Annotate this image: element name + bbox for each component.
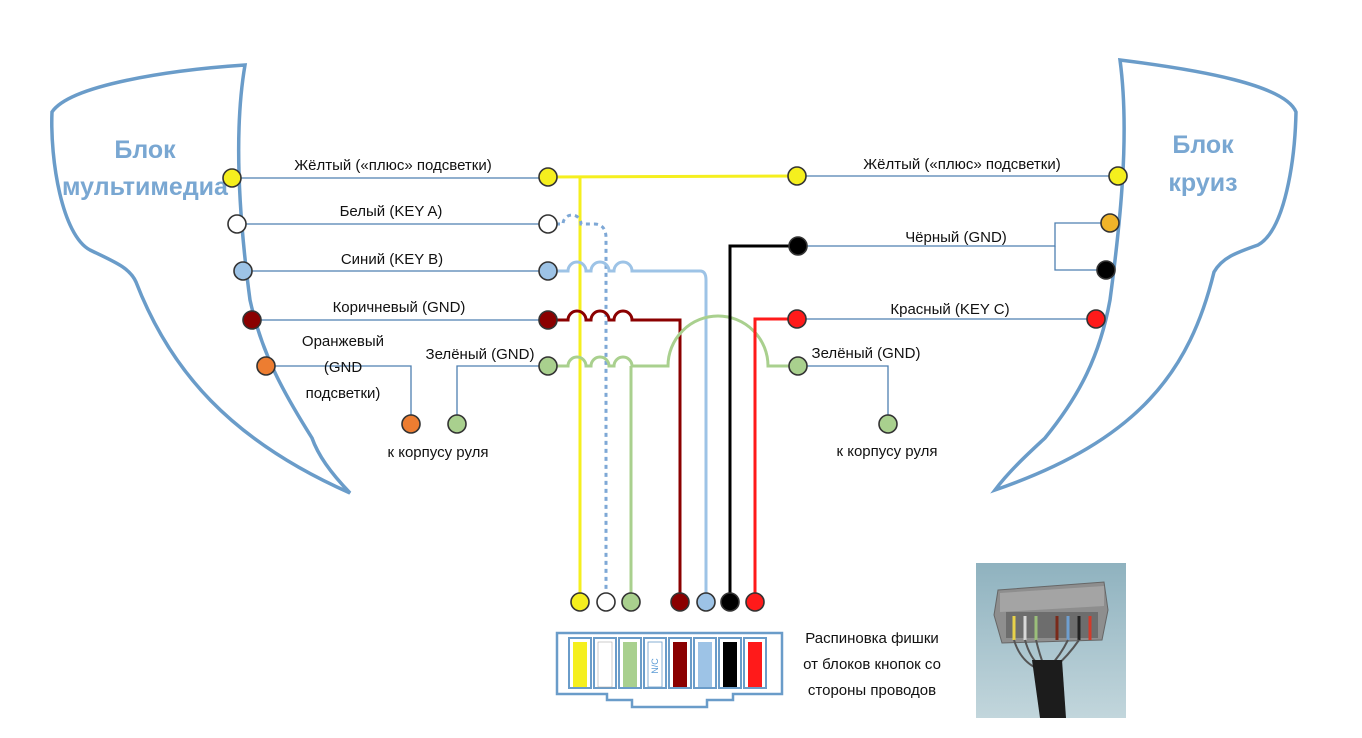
connector-nc-label: N/C — [650, 658, 660, 674]
label-right-green: Зелёный (GND) — [812, 345, 921, 362]
connector-pin-white — [596, 592, 616, 612]
brown-wire — [548, 309, 682, 602]
red-wire — [753, 317, 797, 602]
label-left-brown: Коричневый (GND) — [333, 299, 466, 316]
left-ground-green — [447, 414, 467, 434]
right-terminal-red — [1086, 309, 1106, 329]
label-left-white: Белый (KEY A) — [340, 203, 443, 220]
left-terminal-yellow — [222, 168, 242, 188]
label-right-red: Красный (KEY C) — [890, 301, 1009, 318]
left-block-title-line1: Блок — [114, 136, 176, 164]
connector-pin-black — [720, 592, 740, 612]
label-left-orange-line2: (GND — [324, 359, 362, 376]
blue-wire — [548, 260, 708, 602]
black-wire — [728, 244, 798, 602]
right-terminal-yellow — [1108, 166, 1128, 186]
connector-pin-brown — [670, 592, 690, 612]
connector-pin-red — [745, 592, 765, 612]
left-leader-lines — [232, 177, 548, 424]
right-block-outline — [990, 57, 1298, 494]
label-left-green: Зелёный (GND) — [426, 346, 535, 363]
left-terminal-white — [227, 214, 247, 234]
left-terminal-orange — [256, 356, 276, 376]
connector-pin-yellow — [570, 592, 590, 612]
left-junction-green — [538, 356, 558, 376]
left-junction-blue — [538, 261, 558, 281]
yellow-wire — [547, 174, 798, 602]
left-junction-yellow — [538, 167, 558, 187]
right-junction-black — [788, 236, 808, 256]
right-terminal-orange — [1100, 213, 1120, 233]
right-block-title-line1: Блок — [1172, 131, 1234, 159]
left-junction-brown — [538, 310, 558, 330]
label-left-yellow: Жёлтый («плюс» подсветки) — [294, 157, 491, 174]
left-block-title-line2: мультимедиа — [62, 173, 229, 201]
connector-housing — [555, 631, 784, 709]
label-right-body-ground: к корпусу руля — [837, 443, 938, 460]
right-junction-red — [787, 309, 807, 329]
label-left-blue: Синий (KEY B) — [341, 251, 443, 268]
left-terminal-brown — [242, 310, 262, 330]
label-right-yellow: Жёлтый («плюс» подсветки) — [863, 156, 1060, 173]
right-leader-lines — [797, 175, 1118, 424]
label-left-orange-line3: подсветки) — [306, 385, 381, 402]
right-junction-yellow — [787, 166, 807, 186]
green-wire — [548, 314, 798, 602]
connector-pin-blue — [696, 592, 716, 612]
connector-caption-line3: стороны проводов — [808, 682, 936, 699]
left-junction-white — [538, 214, 558, 234]
left-ground-orange — [401, 414, 421, 434]
connector-photo — [976, 563, 1126, 718]
white-wire-dashed — [548, 213, 608, 602]
left-block-outline — [50, 63, 352, 495]
connector-pin-green — [621, 592, 641, 612]
right-terminal-black — [1096, 260, 1116, 280]
right-block-title-line2: круиз — [1168, 169, 1237, 197]
label-left-orange-line1: Оранжевый — [302, 333, 384, 350]
connector-caption-line1: Распиновка фишки — [805, 630, 939, 647]
left-terminal-blue — [233, 261, 253, 281]
label-right-black: Чёрный (GND) — [905, 229, 1007, 246]
right-ground-green — [878, 414, 898, 434]
right-junction-green — [788, 356, 808, 376]
connector-caption-line2: от блоков кнопок со — [803, 656, 941, 673]
label-left-body-ground: к корпусу руля — [388, 444, 489, 461]
